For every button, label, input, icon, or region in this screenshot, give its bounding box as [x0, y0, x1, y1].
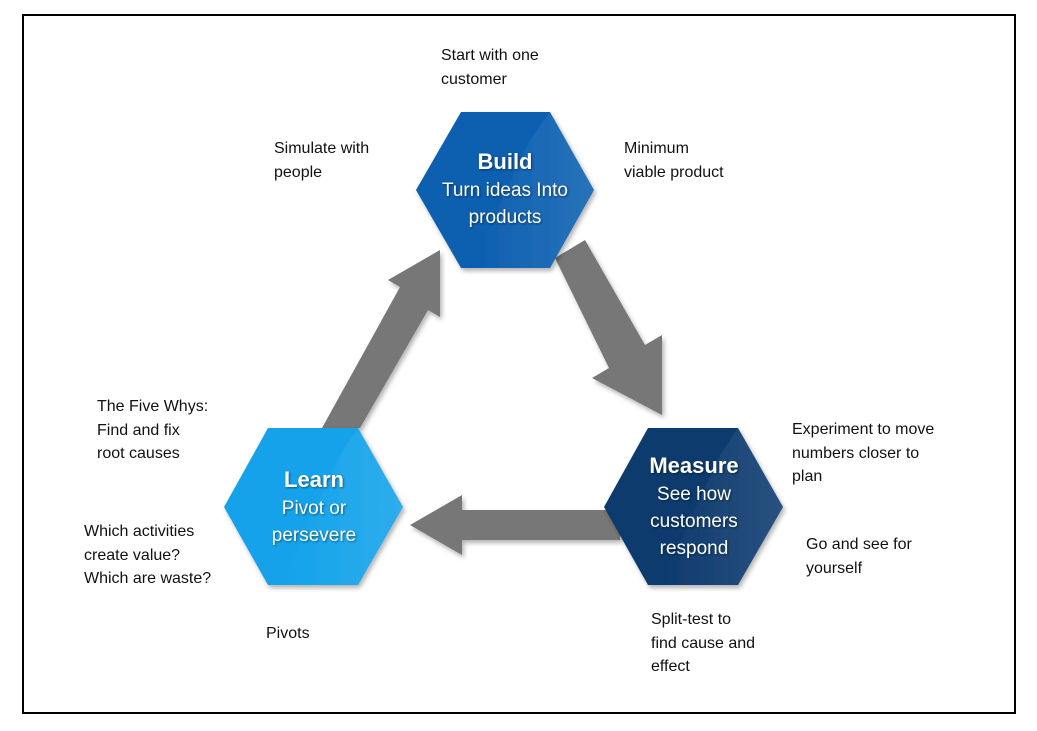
arrow-measure-to-learn [410, 495, 620, 555]
note-pivots: Pivots [266, 625, 310, 642]
note-start-with-one-customer: Start with one customer [441, 47, 539, 88]
note-experiment: Experiment to move numbers closer to pla… [792, 421, 935, 485]
learn-node-label: Learn Pivot or persevere [244, 465, 384, 549]
build-subtitle: Turn ideas Into products [441, 180, 569, 228]
arrow-build-to-measure [555, 240, 662, 415]
note-go-and-see: Go and see for yourself [806, 536, 912, 577]
build-hexagon [416, 112, 594, 268]
learn-subtitle: Pivot or persevere [271, 498, 357, 546]
build-title: Build [477, 149, 533, 174]
note-simulate-with-people: Simulate with people [274, 140, 370, 181]
note-minimum-viable-product: Minimum viable product [624, 140, 724, 181]
diagram-frame [22, 14, 1016, 714]
learn-title: Learn [284, 467, 344, 492]
measure-node-label: Measure See how customers respond [624, 451, 764, 562]
build-node-label: Build Turn ideas Into products [425, 147, 585, 231]
note-which-activities: Which activities create value? Which are… [84, 523, 212, 587]
note-five-whys: The Five Whys: Find and fix root causes [97, 398, 209, 462]
measure-title: Measure [649, 453, 739, 478]
arrow-learn-to-build [322, 250, 440, 428]
note-split-test: Split-test to find cause and effect [651, 611, 756, 675]
learn-hexagon [224, 428, 403, 585]
measure-hexagon [604, 428, 783, 585]
measure-subtitle: See how customers respond [650, 484, 738, 559]
